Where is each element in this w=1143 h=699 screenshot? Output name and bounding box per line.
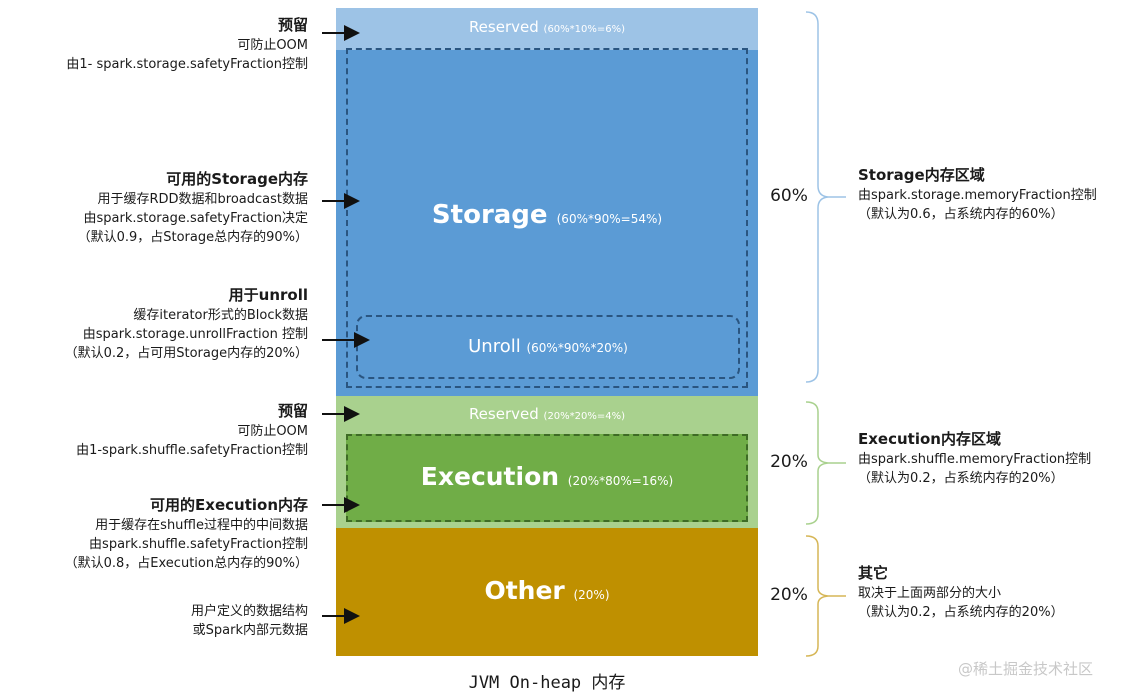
note-line: （默认0.9，占Storage总内存的90%） bbox=[77, 230, 308, 245]
unroll-name: Unroll bbox=[468, 336, 521, 357]
note-title: 用于unroll bbox=[228, 286, 308, 304]
storage-available-box bbox=[346, 48, 748, 388]
reserved-mid-name: Reserved bbox=[468, 405, 539, 423]
note-line: 由1- spark.storage.safetyFraction控制 bbox=[66, 57, 308, 72]
unroll-formula: (60%*90%*20%) bbox=[526, 341, 628, 355]
note-title: 可用的Storage内存 bbox=[166, 170, 308, 188]
execution-formula: (20%*80%=16%) bbox=[567, 474, 674, 488]
execution-label: Execution (20%*80%=16%) bbox=[348, 462, 746, 491]
right-note-other: 其它 取决于上面两部分的大小 （默认为0.2，占系统内存的20%） bbox=[858, 562, 1064, 622]
storage-name: Storage bbox=[431, 200, 548, 230]
note-line: 用于缓存RDD数据和broadcast数据 bbox=[97, 192, 308, 207]
note-line: 由spark.shuffle.memoryFraction控制 bbox=[858, 452, 1092, 467]
note-reserved-mid: 预留 可防止OOM 由1-spark.shuffle.safetyFractio… bbox=[76, 400, 308, 460]
note-line: 由spark.storage.memoryFraction控制 bbox=[858, 188, 1097, 203]
reserved-top-region bbox=[336, 8, 758, 50]
note-title: Execution内存区域 bbox=[858, 430, 1001, 448]
note-execution-available: 可用的Execution内存 用于缓存在shuffle过程中的中间数据 由spa… bbox=[65, 494, 308, 573]
execution-available-box: Execution (20%*80%=16%) bbox=[346, 434, 748, 522]
footer-label: JVM On-heap 内存 bbox=[468, 673, 626, 693]
percent-execution: 20% bbox=[770, 452, 808, 472]
note-title: Storage内存区域 bbox=[858, 166, 985, 184]
other-name: Other bbox=[484, 576, 565, 605]
note-line: 可防止OOM bbox=[237, 424, 308, 439]
note-line: 由spark.storage.safetyFraction决定 bbox=[83, 211, 308, 226]
watermark: @稀土掘金技术社区 bbox=[958, 660, 1094, 678]
note-line: 用户定义的数据结构 bbox=[190, 604, 308, 619]
note-line: （默认为0.2，占系统内存的20%） bbox=[858, 471, 1064, 486]
note-reserved-top: 预留 可防止OOM 由1- spark.storage.safetyFracti… bbox=[66, 14, 308, 74]
note-other: 用户定义的数据结构 或Spark内部元数据 bbox=[191, 602, 308, 640]
unroll-box: Unroll (60%*90%*20%) bbox=[356, 315, 740, 379]
note-unroll: 用于unroll 缓存iterator形式的Block数据 由spark.sto… bbox=[65, 284, 308, 363]
note-line: 用于缓存在shuffle过程中的中间数据 bbox=[95, 518, 308, 533]
percent-other: 20% bbox=[770, 585, 808, 605]
note-line: 由spark.storage.unrollFraction 控制 bbox=[82, 327, 308, 342]
note-line: 由spark.shuffle.safetyFraction控制 bbox=[89, 537, 308, 552]
storage-formula: (60%*90%=54%) bbox=[556, 212, 663, 226]
execution-name: Execution bbox=[420, 462, 560, 491]
note-line: （默认0.2，占可用Storage内存的20%） bbox=[64, 346, 308, 361]
note-title: 预留 bbox=[277, 16, 308, 34]
note-line: （默认为0.6，占系统内存的60%） bbox=[858, 207, 1064, 222]
right-note-storage: Storage内存区域 由spark.storage.memoryFractio… bbox=[858, 164, 1097, 224]
storage-region: Reserved (60%*10%=6%) Storage (60%*90%=5… bbox=[336, 8, 758, 396]
note-line: （默认0.8，占Execution总内存的90%） bbox=[64, 556, 308, 571]
percent-storage: 60% bbox=[770, 186, 808, 206]
execution-region: Reserved (20%*20%=4%) Execution (20%*80%… bbox=[336, 396, 758, 528]
reserved-mid-label: Reserved (20%*20%=4%) bbox=[336, 405, 758, 423]
note-title: 预留 bbox=[277, 402, 308, 420]
note-line: （默认为0.2，占系统内存的20%） bbox=[858, 605, 1064, 620]
storage-label: Storage (60%*90%=54%) bbox=[336, 200, 758, 230]
other-label: Other (20%) bbox=[336, 576, 758, 605]
other-region: Other (20%) bbox=[336, 528, 758, 656]
unroll-label: Unroll (60%*90%*20%) bbox=[358, 336, 738, 357]
other-formula: (20%) bbox=[573, 588, 610, 602]
reserved-top-formula: (60%*10%=6%) bbox=[543, 24, 626, 35]
reserved-mid-formula: (20%*20%=4%) bbox=[543, 411, 626, 422]
right-note-execution: Execution内存区域 由spark.shuffle.memoryFract… bbox=[858, 428, 1091, 488]
note-line: 取决于上面两部分的大小 bbox=[858, 586, 1002, 601]
note-storage-available: 可用的Storage内存 用于缓存RDD数据和broadcast数据 由spar… bbox=[78, 168, 308, 247]
note-title: 其它 bbox=[858, 564, 889, 582]
note-title: 可用的Execution内存 bbox=[150, 496, 308, 514]
note-line: 缓存iterator形式的Block数据 bbox=[133, 308, 308, 323]
reserved-top-name: Reserved bbox=[468, 18, 539, 36]
note-line: 或Spark内部元数据 bbox=[192, 623, 308, 638]
note-line: 由1-spark.shuffle.safetyFraction控制 bbox=[76, 443, 308, 458]
note-line: 可防止OOM bbox=[237, 38, 308, 53]
reserved-top-label: Reserved (60%*10%=6%) bbox=[336, 18, 758, 36]
